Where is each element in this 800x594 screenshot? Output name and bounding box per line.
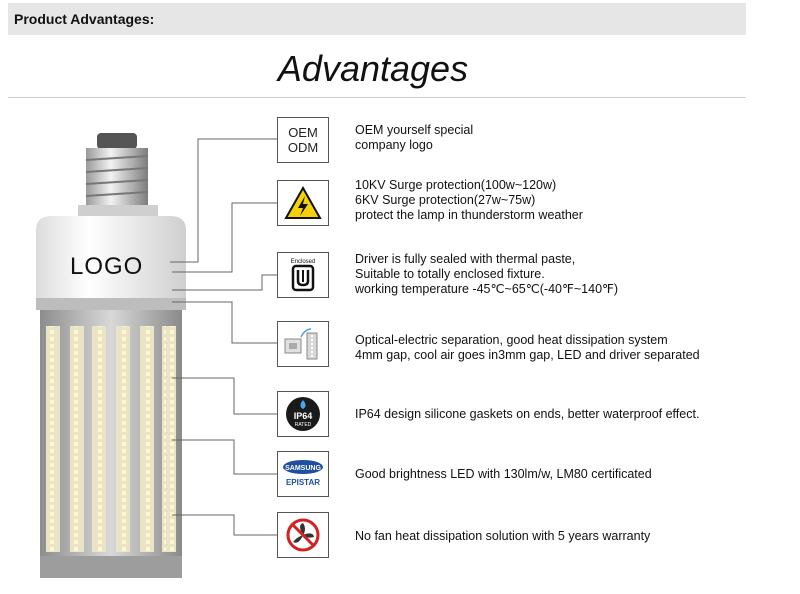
- enclosed-fixture-icon: Enclosed: [291, 259, 316, 292]
- svg-text:RATED: RATED: [295, 422, 312, 428]
- divider: [8, 97, 746, 98]
- feature-desc-oem: OEM yourself special company logo: [355, 123, 474, 152]
- no-fan-icon: [286, 518, 320, 552]
- lamp-collar: [36, 216, 186, 310]
- svg-text:EPISTAR: EPISTAR: [286, 478, 320, 487]
- samsung-epistar-logo-icon: SAMSUNG EPISTAR: [283, 460, 323, 487]
- driver-separation-icon: [284, 328, 318, 360]
- high-voltage-warning-icon: [284, 186, 322, 219]
- lamp-logo-text: LOGO: [70, 253, 144, 280]
- feature-desc-separation: Optical-electric separation, good heat d…: [355, 333, 700, 362]
- feature-desc-no-fan: No fan heat dissipation solution with 5 …: [355, 529, 651, 543]
- feature-desc-ip64: IP64 design silicone gaskets on ends, be…: [355, 407, 700, 421]
- svg-text:SAMSUNG: SAMSUNG: [285, 465, 321, 472]
- svg-text:Enclosed: Enclosed: [291, 259, 316, 265]
- oem-odm-text-icon: OEM ODM: [287, 125, 319, 155]
- feature-desc-enclosed: Driver is fully sealed with thermal past…: [355, 252, 619, 296]
- section-header-label: Product Advantages:: [14, 11, 155, 27]
- connector-lines: [170, 138, 277, 536]
- feature-icon-surge: [277, 180, 329, 226]
- feature-icon-enclosed: Enclosed: [277, 252, 329, 298]
- feature-icon-no-fan: [277, 512, 329, 558]
- ip64-badge-icon: IP64 RATED: [286, 397, 320, 431]
- feature-desc-led-brand: Good brightness LED with 130lm/w, LM80 c…: [355, 467, 652, 481]
- feature-icon-oem-odm: OEM ODM: [277, 117, 329, 163]
- feature-icon-separation: [277, 321, 329, 367]
- screw-base: [78, 133, 158, 219]
- section-header: Product Advantages:: [8, 3, 746, 35]
- page-title: Advantages: [277, 48, 469, 89]
- feature-desc-surge: 10KV Surge protection(100w~120w) 6KV Sur…: [355, 178, 583, 222]
- feature-icon-ip64: IP64 RATED: [277, 391, 329, 437]
- led-body: [40, 310, 182, 578]
- svg-text:IP64: IP64: [294, 411, 313, 421]
- feature-icon-led-brand: SAMSUNG EPISTAR: [277, 451, 329, 497]
